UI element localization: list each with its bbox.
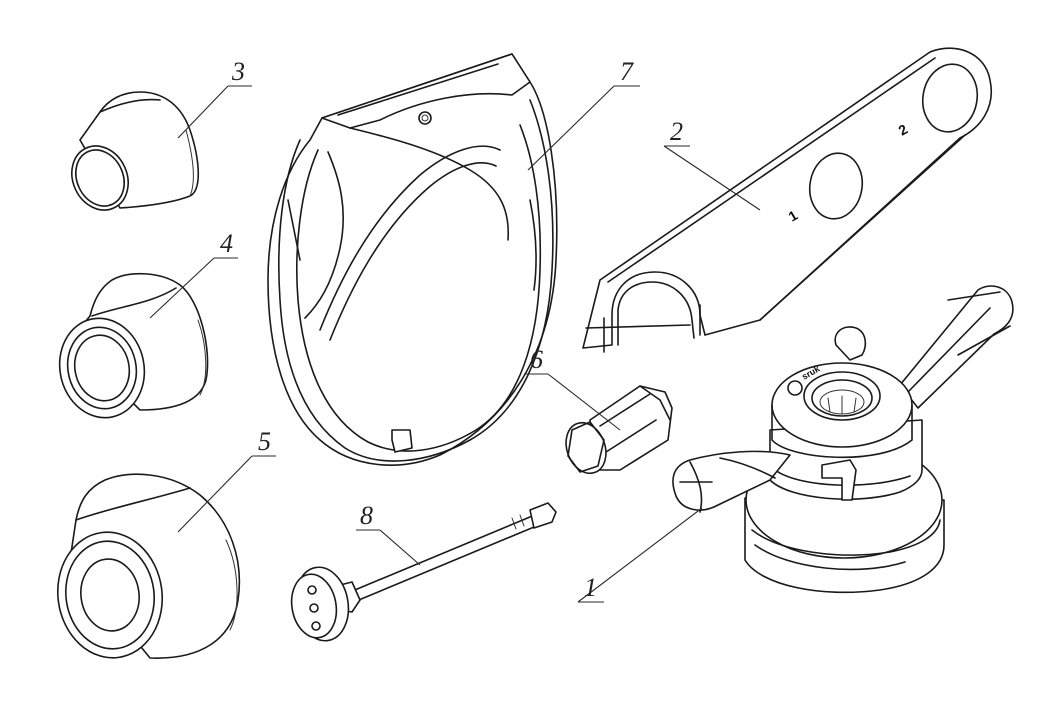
cone-medium-icon (58, 272, 209, 419)
callout-7: 7 (620, 57, 634, 86)
threaded-shaft-icon (290, 502, 557, 642)
protective-cup-icon (267, 53, 558, 466)
cone-large-icon (56, 473, 241, 659)
callout-5: 5 (258, 427, 271, 456)
callout-8: 8 (360, 501, 373, 530)
callout-3: 3 (231, 57, 245, 86)
callout-1: 1 (584, 573, 597, 602)
callout-4: 4 (220, 229, 233, 258)
callout-2: 2 (670, 117, 683, 146)
hex-spacer-icon (565, 385, 673, 475)
callout-6: 6 (530, 345, 543, 374)
callout-labels: 3 4 5 7 2 6 8 1 (220, 57, 683, 602)
spanner-plate-icon (582, 47, 993, 353)
wing-nut-icon: sruk (672, 285, 1014, 594)
leader-lines (149, 85, 761, 603)
cone-small-icon (71, 91, 200, 211)
